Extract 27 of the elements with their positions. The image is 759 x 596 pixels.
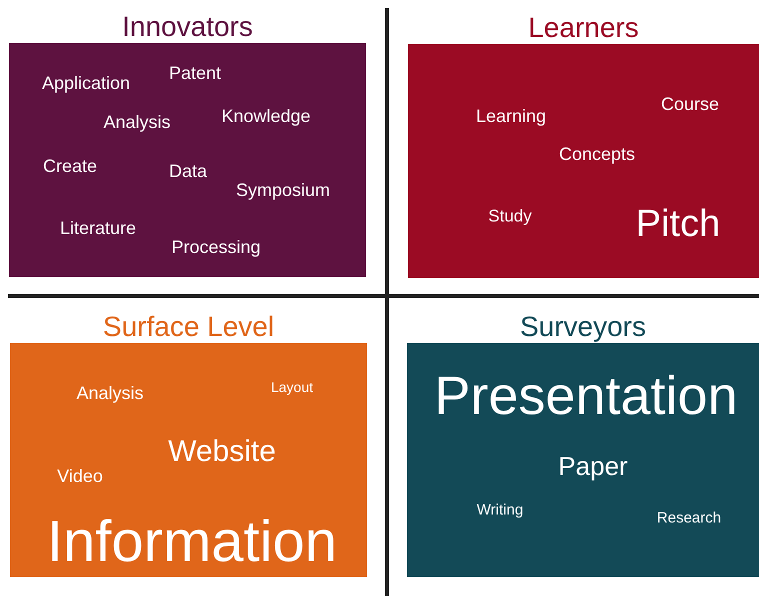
word: Create <box>42 157 98 175</box>
word: Information <box>46 513 338 571</box>
word: Study <box>488 208 532 224</box>
word: Video <box>57 467 103 485</box>
word: Data <box>168 162 208 180</box>
word: Writing <box>476 502 524 518</box>
word: Analysis <box>103 113 171 131</box>
word: Symposium <box>236 181 330 199</box>
word: Layout <box>270 380 314 394</box>
word: Patent <box>168 64 222 82</box>
word: Course <box>660 95 720 113</box>
word: Website <box>168 437 276 467</box>
quadrant-heading: Surveyors <box>518 313 648 341</box>
word: Processing <box>171 238 261 256</box>
word: Concepts <box>558 145 636 163</box>
word: Literature <box>60 219 136 237</box>
word: Pitch <box>636 205 720 243</box>
word: Knowledge <box>221 107 311 125</box>
quadrant-heading: Innovators <box>121 13 254 41</box>
word: Research <box>656 510 722 526</box>
word: Application <box>42 74 130 92</box>
word: Paper <box>558 453 628 479</box>
word: Analysis <box>76 384 144 402</box>
quadrant-heading: Learners <box>527 14 640 42</box>
word: Learning <box>476 107 546 125</box>
quadrant-heading: Surface Level <box>102 313 276 341</box>
word: Presentation <box>434 369 738 423</box>
